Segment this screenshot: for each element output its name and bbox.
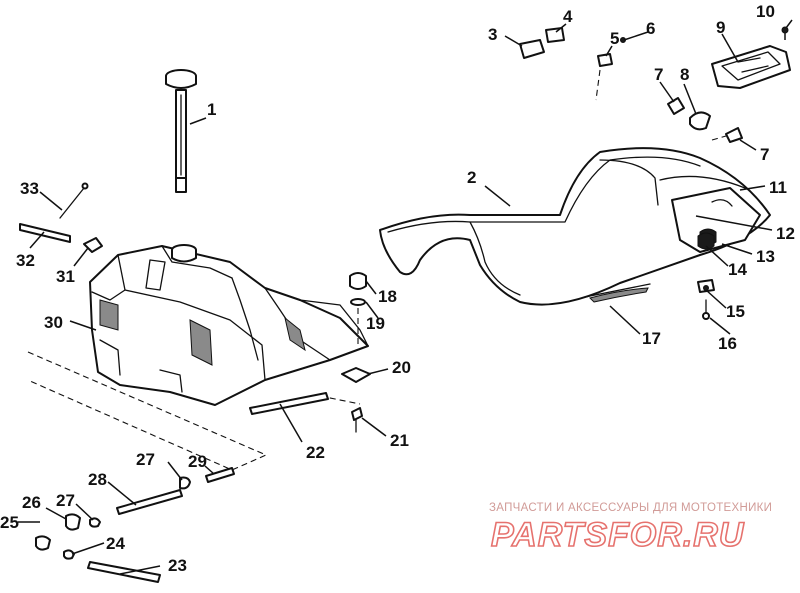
rods-and-fittings: [19, 182, 329, 583]
callout-labels: 1 2 3 4 5 6 7 7 8 9 10 11 12 13 14 15 16…: [0, 2, 795, 575]
callout-25: 25: [0, 513, 19, 532]
watermark-subtitle: ЗАПЧАСТИ И АКСЕССУАРЫ ДЛЯ МОТОТЕХНИКИ: [489, 502, 772, 514]
callout-19: 19: [366, 314, 385, 333]
callout-22: 22: [306, 443, 325, 462]
callout-1: 1: [207, 100, 216, 119]
callout-7b: 7: [760, 145, 769, 164]
callout-10: 10: [756, 2, 775, 21]
callout-9: 9: [716, 18, 725, 37]
callout-12: 12: [776, 224, 795, 243]
hardware-parts: [319, 232, 715, 433]
callout-8: 8: [680, 65, 689, 84]
callout-27a: 27: [56, 491, 75, 510]
callout-16: 16: [718, 334, 737, 353]
fuel-sender-part: [165, 69, 197, 193]
callout-2: 2: [467, 168, 476, 187]
callout-14: 14: [728, 260, 747, 279]
watermark: ЗАПЧАСТИ И АКСЕССУАРЫ ДЛЯ МОТОТЕХНИКИ PA…: [489, 502, 772, 555]
callout-23: 23: [168, 556, 187, 575]
callout-15: 15: [726, 302, 745, 321]
callout-7a: 7: [654, 65, 663, 84]
callout-28: 28: [88, 470, 107, 489]
callout-29: 29: [188, 452, 207, 471]
callout-18: 18: [378, 287, 397, 306]
callout-32: 32: [16, 251, 35, 270]
taillight-parts: [519, 26, 791, 143]
callout-31: 31: [56, 267, 75, 286]
callout-3: 3: [488, 25, 497, 44]
callout-27b: 27: [136, 450, 155, 469]
callout-21: 21: [390, 431, 409, 450]
callout-24: 24: [106, 534, 125, 553]
fuel-tank-part: [27, 244, 369, 471]
watermark-logo: PARTSFOR.RU: [491, 516, 745, 554]
callout-30: 30: [44, 313, 63, 332]
callout-4: 4: [563, 7, 573, 26]
callout-5: 5: [610, 29, 619, 48]
leader-lines: [18, 19, 793, 575]
callout-33: 33: [20, 179, 39, 198]
callout-26: 26: [22, 493, 41, 512]
callout-13: 13: [756, 247, 775, 266]
callout-17: 17: [642, 329, 661, 348]
callout-11: 11: [769, 178, 787, 197]
callout-20: 20: [392, 358, 411, 377]
callout-6: 6: [646, 19, 655, 38]
